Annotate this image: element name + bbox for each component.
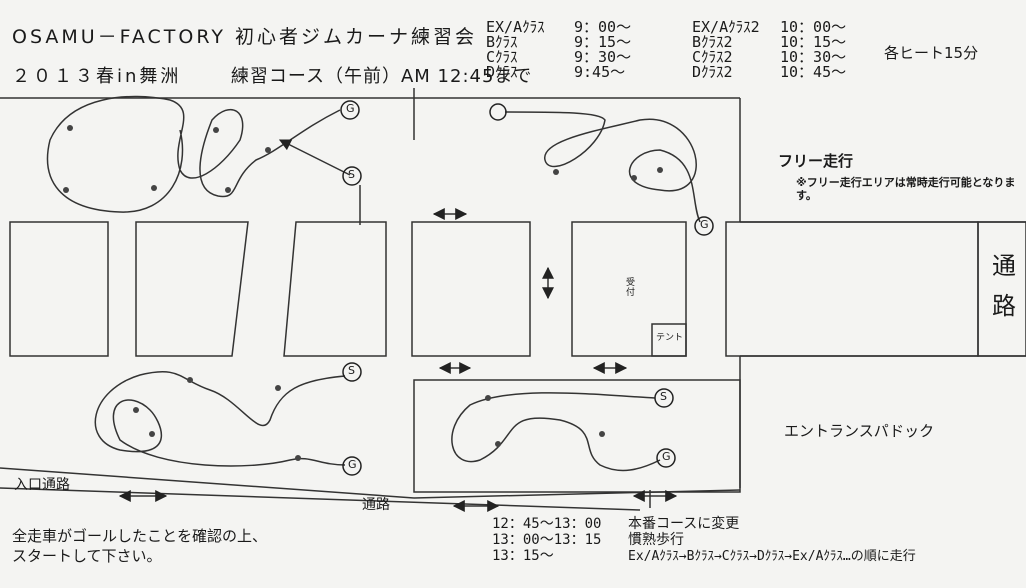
goal-marker: [694, 216, 714, 236]
heat-duration: 各ヒート15分: [884, 44, 979, 62]
course-path: [46, 95, 341, 213]
start-letter: S: [348, 364, 355, 377]
paddock-block: [413, 379, 741, 493]
cone: [187, 377, 193, 383]
start-marker: [489, 103, 507, 121]
free-run-label: フリー走行: [778, 152, 854, 170]
road-line: [413, 489, 741, 499]
goal-marker: [656, 448, 676, 468]
cone: [265, 147, 271, 153]
start-marker: [342, 362, 362, 382]
tent-label: テント: [656, 333, 684, 343]
cone: [63, 187, 69, 193]
cone: [275, 385, 281, 391]
parking-block: [977, 221, 1026, 357]
goal-marker: [342, 456, 362, 476]
goal-letter: G: [346, 102, 355, 115]
start-marker: [654, 388, 674, 408]
cone: [213, 127, 219, 133]
goal-letter: G: [662, 450, 671, 463]
course-path: [94, 371, 346, 467]
cone: [553, 169, 559, 175]
cone: [657, 167, 663, 173]
entrance-road-label: 入口通路: [14, 477, 70, 493]
course-path: [451, 392, 661, 472]
cone: [133, 407, 139, 413]
parking-block: [283, 221, 387, 357]
parking-block: [725, 221, 979, 357]
passage-vertical-label: 通路: [992, 252, 1016, 320]
start-letter: S: [660, 390, 667, 403]
cone: [67, 125, 73, 131]
footer-note: 全走車がゴールしたことを確認の上、 スタートして下さい。: [12, 527, 268, 565]
cone: [149, 431, 155, 437]
road-line: [0, 467, 415, 499]
reception-label: 受付: [626, 278, 636, 298]
road-label: 通路: [362, 497, 390, 513]
page-subtitle: ２０１３春in舞洲 練習コース（午前）AM 12:45まで: [12, 66, 533, 87]
parking-block: [9, 221, 109, 357]
cone: [151, 185, 157, 191]
parking-block: [571, 221, 687, 357]
bottom-schedule-row: 13：15～Ex/Aｸﾗｽ→Bｸﾗｽ→Cｸﾗｽ→Dｸﾗｽ→Ex/Aｸﾗｽ…の順に…: [492, 548, 916, 564]
cone: [495, 441, 501, 447]
parking-block: [411, 221, 531, 357]
road-line: [0, 487, 641, 511]
start-letter: S: [348, 168, 355, 181]
goal-marker: [340, 100, 360, 120]
course-path: [278, 139, 351, 176]
cone: [631, 175, 637, 181]
tent-box: [651, 323, 687, 357]
page-title: OSAMU－FACTORY 初心者ジムカーナ練習会: [12, 26, 477, 48]
course-path: [504, 111, 701, 223]
goal-letter: G: [348, 458, 357, 471]
cone: [485, 395, 491, 401]
free-run-note: ※フリー走行エリアは常時走行可能となります。: [796, 176, 1016, 202]
goal-letter: G: [700, 218, 709, 231]
entrance-paddock-label: エントランスパドック: [784, 422, 935, 440]
cone: [599, 431, 605, 437]
cone: [295, 455, 301, 461]
start-marker: [342, 166, 362, 186]
parking-block: [135, 221, 249, 357]
cone: [225, 187, 231, 193]
